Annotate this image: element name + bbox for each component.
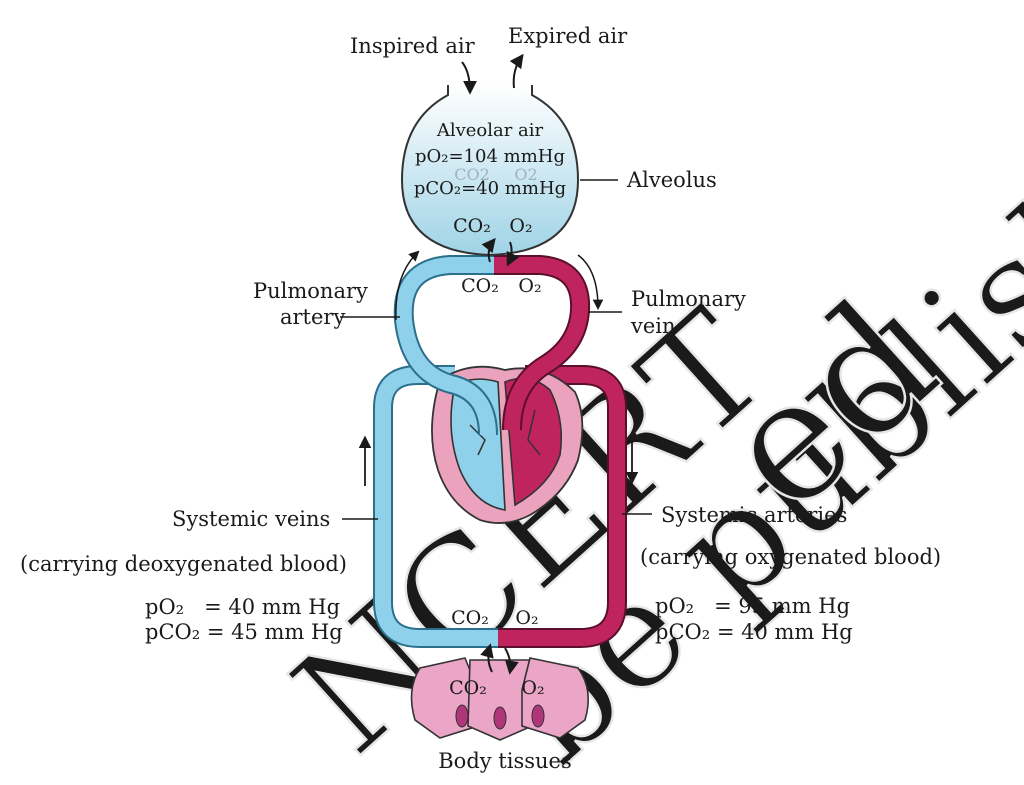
tissue-co2-label: CO₂ [449, 677, 487, 699]
o2-entry-arrow-icon [506, 241, 520, 267]
alveolus: Alveolar air pO₂=104 mmHg CO2 O2 pCO₂=40… [400, 85, 580, 267]
alveolar-air-label: Alveolar air [436, 120, 544, 141]
capillary-o2-label: O₂ [515, 607, 538, 629]
systemic-arteries-note: (carrying oxygenated blood) [640, 545, 941, 569]
arteries-pco2-value: pCO₂ = 40 mm Hg [655, 620, 853, 644]
pulmonary-vein-label-line1: Pulmonary [631, 287, 746, 311]
veins-po2-value: pO₂ = 40 mm Hg [145, 595, 340, 619]
tissue-nucleus-right [531, 704, 545, 728]
inspired-air-label: Inspired air [350, 34, 476, 58]
co2-exit-arrow-icon [481, 237, 496, 263]
pulmonary-artery-label-line2: artery [280, 305, 345, 329]
capillary-co2-label: CO₂ [451, 607, 489, 629]
alveolar-faint-o2: O2 [514, 165, 537, 184]
systemic-arteries-label: Systemic arteries [661, 503, 847, 527]
systemic-veins-note: (carrying deoxygenated blood) [20, 552, 347, 576]
veins-pco2-value: pCO₂ = 45 mm Hg [145, 620, 343, 644]
pulmonary-artery-flow-arrow-icon [395, 250, 420, 321]
expired-air-label: Expired air [508, 24, 628, 48]
pulmonary-vein-label-line2: vein [630, 314, 676, 338]
expired-air-arrow-icon [509, 53, 524, 89]
systemic-veins-label: Systemic veins [172, 507, 330, 531]
pulmonary-o2-label: O₂ [518, 275, 541, 297]
alveolar-po2-label: pO₂=104 mmHg [415, 146, 565, 167]
tissue-o2-label: O₂ [521, 677, 544, 699]
pulmonary-vein-flow-arrow-icon [577, 254, 604, 311]
tissue-o2-arrow-icon [504, 647, 519, 675]
pulmonary-co2-label: CO₂ [461, 275, 499, 297]
arteries-po2-value: pO₂ = 95 mm Hg [655, 594, 850, 618]
body-tissues-label: Body tissues [438, 749, 572, 773]
systemic-vessels [373, 365, 627, 648]
inspired-air-arrow-icon [461, 61, 477, 95]
pulmonary-vessels [393, 255, 591, 436]
alveolar-pco2-label: pCO₂=40 mmHg [414, 178, 566, 199]
alveolus-label: Alveolus [626, 168, 717, 192]
pulmonary-artery-label-line1: Pulmonary [253, 279, 368, 303]
alveolar-faint-co2: CO2 [454, 165, 490, 184]
alveolus-sac [400, 85, 580, 257]
heart [431, 365, 584, 524]
tissue-co2-arrow-icon [480, 643, 494, 673]
alveolus-co2-label: CO₂ [453, 215, 491, 237]
alveolus-o2-label: O₂ [509, 215, 532, 237]
tissue-nucleus-left [455, 704, 469, 728]
tissue-nucleus-middle [493, 706, 507, 730]
body-tissues: CO₂ O₂ [410, 657, 590, 741]
